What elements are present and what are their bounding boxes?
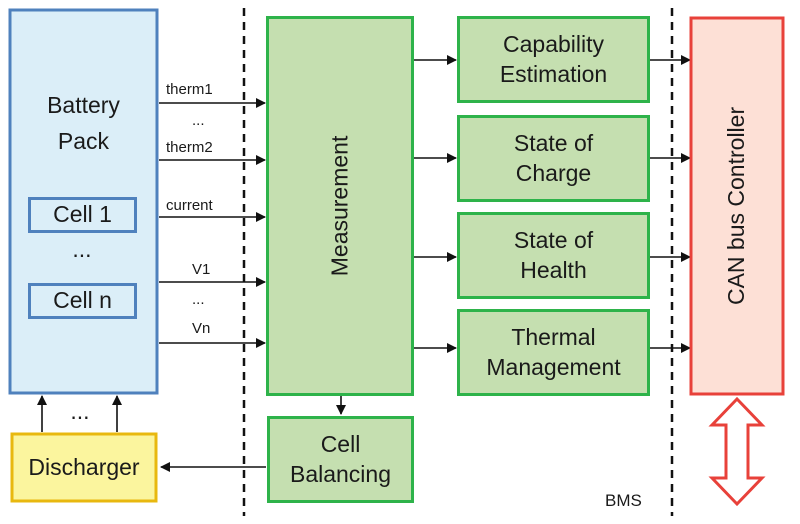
- cell-first: Cell 1: [28, 197, 137, 233]
- discharger-box: [10, 432, 158, 503]
- can-bus-double-arrow: [708, 396, 766, 507]
- thermal-line2: Management: [486, 353, 621, 380]
- discharger-ellipsis: ...: [70, 398, 90, 424]
- battery-pack-label-line1: Battery: [47, 92, 120, 118]
- battery-pack-label: Battery Pack: [10, 92, 157, 155]
- capability-line2: Estimation: [499, 60, 608, 87]
- soc-line1: State of: [513, 129, 594, 156]
- measurement-box: Measurement: [266, 16, 414, 396]
- discharger-label: Discharger: [28, 454, 140, 480]
- cell-balancing-line2: Balancing: [289, 460, 392, 487]
- cell-first-label: Cell 1: [53, 201, 112, 228]
- signal-vn-label: Vn: [192, 320, 211, 337]
- signal-therm1-label: therm1: [166, 81, 213, 98]
- state-of-health-box: State of Health: [457, 212, 650, 299]
- signal-v1-label: V1: [192, 261, 211, 278]
- cell-balancing-box: Cell Balancing: [267, 416, 414, 503]
- capability-estimation-box: Capability Estimation: [457, 16, 650, 103]
- cell-last: Cell n: [28, 283, 137, 319]
- thermal-line1: Thermal: [511, 323, 596, 350]
- signal-ellipsis-bottom: ...: [192, 291, 205, 308]
- soh-line1: State of: [513, 226, 594, 253]
- battery-pack-label-line2: Pack: [57, 127, 110, 154]
- can-controller-box: [689, 16, 785, 396]
- can-controller-label: CAN bus Controller: [723, 106, 750, 306]
- cell-balancing-line1: Cell: [320, 430, 361, 457]
- can-controller-label-wrap: CAN bus Controller: [691, 18, 783, 394]
- signal-ellipsis-top: ...: [192, 112, 205, 129]
- capability-line1: Capability: [503, 30, 604, 57]
- state-of-charge-box: State of Charge: [457, 115, 650, 202]
- signal-therm2-label: therm2: [166, 139, 213, 156]
- cell-last-label: Cell n: [53, 287, 112, 314]
- soh-line2: Health: [520, 256, 587, 283]
- soc-line2: Charge: [515, 159, 592, 186]
- cell-ellipsis: ...: [72, 236, 92, 262]
- measurement-label: Measurement: [326, 135, 353, 277]
- signal-current-label: current: [166, 197, 213, 214]
- bms-label: BMS: [605, 491, 642, 510]
- thermal-management-box: Thermal Management: [457, 309, 650, 396]
